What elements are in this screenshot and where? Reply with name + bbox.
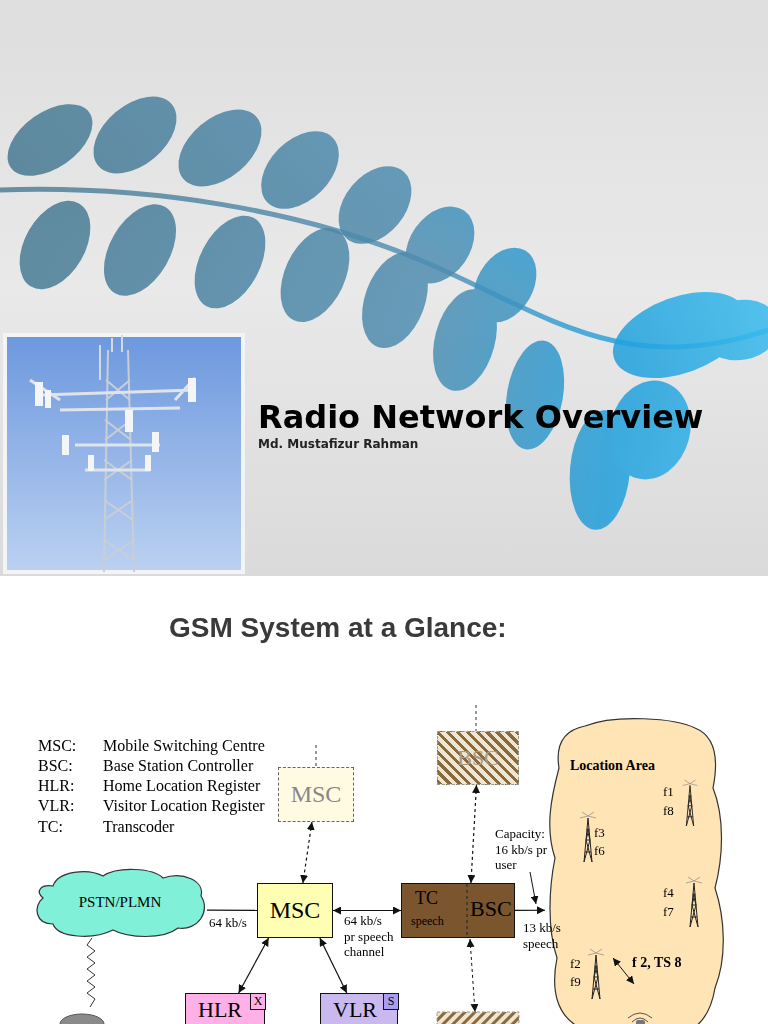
- vlr-flag-box: S: [383, 993, 399, 1010]
- node-text: MSC: [270, 897, 321, 923]
- frequency-label: f4: [663, 885, 674, 901]
- slide-title: Radio Network Overview: [258, 398, 703, 436]
- abbreviation-meaning: Home Location Register: [103, 776, 260, 795]
- tower-arms: [30, 378, 195, 470]
- abbreviation: MSC:: [38, 736, 76, 755]
- dashed-stub: [316, 745, 317, 767]
- ribbon-lobe: [267, 217, 364, 333]
- ribbon-lobe: [461, 236, 549, 333]
- abbreviation-meaning: Mobile Switching Centre: [103, 736, 265, 755]
- antenna-panel: [62, 435, 69, 455]
- antenna-panel: [145, 455, 151, 471]
- abbreviation-meaning: Base Station Controller: [103, 756, 253, 775]
- antenna-panel: [152, 432, 159, 452]
- ribbon-lobe: [695, 294, 768, 367]
- connector: [207, 910, 257, 911]
- ribbon-lobe: [350, 243, 441, 357]
- ribbon-lobe: [89, 192, 191, 309]
- frequency-label: f6: [594, 843, 605, 859]
- abbreviation: VLR:: [38, 796, 74, 815]
- abbreviation: TC:: [38, 817, 63, 836]
- connector: [320, 938, 347, 993]
- pstn-cloud: PSTN/PLMN: [33, 866, 207, 938]
- ribbon-decoration: [0, 81, 768, 532]
- frequency-label: f2: [570, 956, 581, 972]
- slide-band: [0, 0, 768, 576]
- antenna-panel: [35, 382, 43, 406]
- node-text: Location Area: [570, 758, 655, 773]
- abbreviation: HLR:: [38, 776, 74, 795]
- abbreviation: BSC:: [38, 756, 73, 775]
- bsc-box-hatched: [437, 1012, 519, 1024]
- wire-link: [87, 938, 95, 1007]
- dashed-link: [470, 939, 475, 1012]
- tower-lattice: [104, 350, 134, 572]
- ribbon-lobe: [601, 275, 759, 394]
- node-text: speech: [411, 915, 444, 928]
- antenna-panel: [88, 455, 94, 471]
- ribbon-lobe: [164, 94, 276, 202]
- connector: [333, 910, 401, 911]
- frequency-label: f8: [663, 803, 674, 819]
- ribbon-lobe: [391, 193, 488, 296]
- frequency-label: f3: [594, 825, 605, 841]
- tower-illustration: [30, 335, 196, 572]
- antenna-panel: [188, 378, 196, 402]
- tc-bsc-box: TC speech BSC: [401, 883, 515, 938]
- connector: [471, 785, 477, 883]
- connector: [303, 822, 312, 883]
- node-text: TC: [415, 889, 438, 909]
- ribbon-lobe: [498, 336, 572, 454]
- ribbon-lobe: [324, 152, 427, 258]
- ribbon-lobe: [180, 204, 280, 320]
- vlr-box: VLR S: [320, 993, 398, 1024]
- frequency-label: f7: [663, 904, 674, 920]
- hlr-flag-box: X: [250, 993, 266, 1010]
- edge-label: 13 kb/s speech: [523, 920, 569, 951]
- node-text: BSC: [457, 746, 499, 770]
- ribbon-lobe: [5, 188, 105, 301]
- msc-box-dashed: MSC: [278, 767, 354, 822]
- tower-mast: [100, 335, 122, 380]
- node-text: X: [254, 995, 263, 1008]
- abbreviation-meaning: Transcoder: [103, 817, 174, 836]
- author-name: Md. Mustafizur Rahman: [258, 437, 418, 451]
- antenna-panel: [125, 410, 133, 432]
- connector: [515, 910, 545, 911]
- frequency-label: f1: [663, 784, 674, 800]
- node-text: S: [388, 995, 395, 1008]
- edge-label: 64 kb/s: [209, 915, 247, 931]
- hlr-box: HLR X: [185, 993, 265, 1024]
- node-text: VLR: [333, 998, 377, 1022]
- capacity-note: Capacity: 16 kb/s pr user: [495, 826, 559, 873]
- node-text: PSTN/PLMN: [79, 894, 162, 911]
- edge-label: 64 kb/s pr speech channel: [344, 913, 395, 960]
- callout-arrow: [530, 872, 536, 904]
- tower-antennas: [35, 378, 196, 471]
- telephone-symbol: [60, 1014, 104, 1024]
- antenna-panel: [45, 390, 51, 408]
- dashed-stub: [476, 705, 477, 731]
- pstn-cloud-shape: [37, 869, 204, 936]
- ribbon-lobe: [423, 282, 508, 398]
- location-area-cloud-shape: [550, 719, 724, 1024]
- section-heading: GSM System at a Glance:: [169, 611, 507, 645]
- timeslot-label: f 2, TS 8: [632, 955, 682, 972]
- abbreviation-meaning: Visitor Location Register: [103, 796, 265, 815]
- bsc-box-hatched: BSC: [437, 731, 519, 785]
- tower-photo: [5, 335, 243, 572]
- ribbon-lobe: [79, 81, 191, 189]
- ribbon-lobe: [246, 116, 353, 223]
- ribbon-lobe: [0, 90, 105, 191]
- node-text: BSC: [470, 897, 512, 921]
- msc-box: MSC: [257, 883, 333, 938]
- node-text: MSC: [291, 781, 342, 807]
- connector: [239, 938, 269, 993]
- frequency-label: f9: [570, 974, 581, 990]
- node-text: HLR: [198, 998, 242, 1022]
- ribbon-stem: [0, 189, 768, 347]
